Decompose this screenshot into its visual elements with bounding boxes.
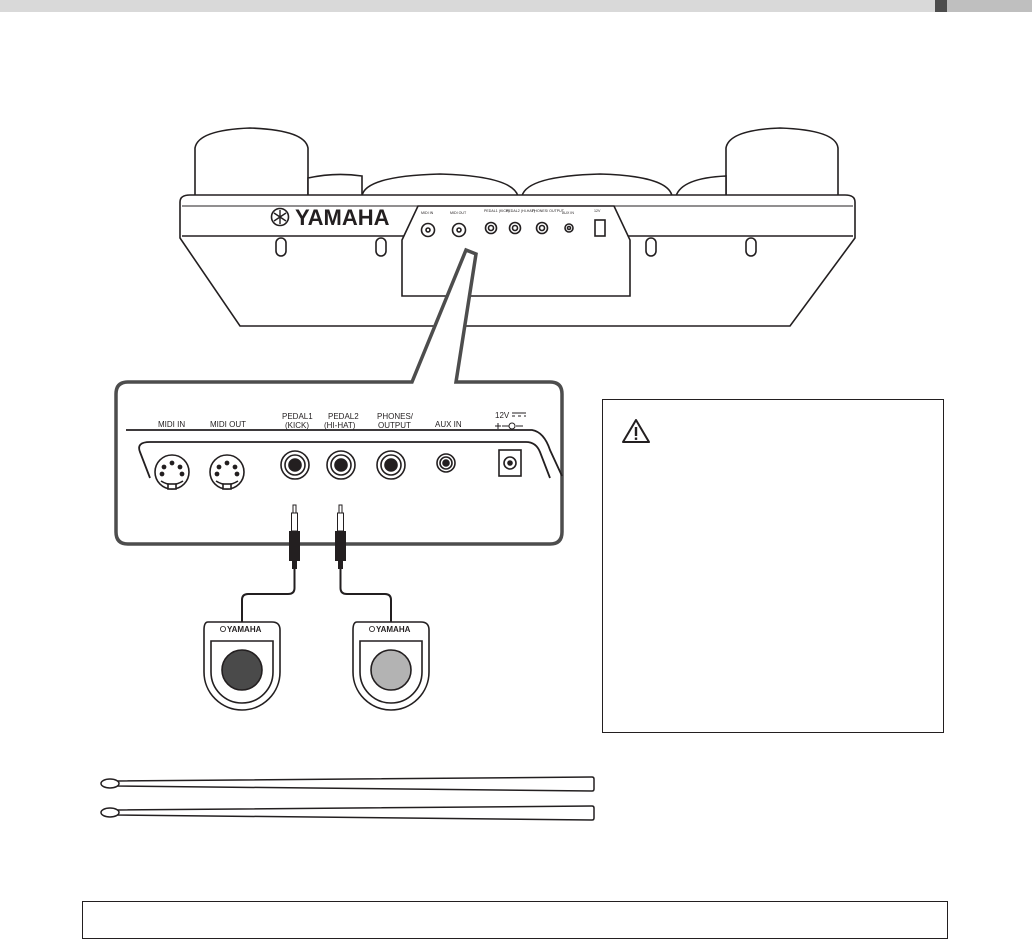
top-pad-1 bbox=[307, 173, 363, 197]
back-pad-left bbox=[194, 127, 309, 197]
panel-label-pedal1-line1: PEDAL1 bbox=[282, 412, 313, 421]
unit-label-phones: PHONES/ OUTPUT bbox=[532, 209, 565, 213]
pedal2-jack bbox=[326, 450, 356, 480]
midi-in-port bbox=[154, 454, 190, 490]
unit-label-pedal1: PEDAL1 (KICK) bbox=[484, 209, 510, 213]
kick-pedal-brand: YAMAHA bbox=[227, 625, 262, 634]
hihat-pedal-pad bbox=[370, 649, 412, 691]
hihat-pedal-brand: YAMAHA bbox=[376, 625, 411, 634]
unit-label-aux: AUX IN bbox=[562, 211, 574, 215]
aux-in-jack bbox=[436, 453, 456, 473]
warning-triangle-icon bbox=[622, 419, 650, 443]
panel-label-pedal1-line2: (KICK) bbox=[285, 421, 309, 430]
unit-label-midi-out: MIDI OUT bbox=[450, 211, 467, 215]
panel-outline bbox=[126, 429, 563, 479]
device-brand: YAMAHA bbox=[295, 205, 390, 230]
phones-output-jack bbox=[376, 450, 406, 480]
kick-pedal-pad bbox=[221, 649, 263, 691]
unit-label-midi-in: MIDI IN bbox=[421, 211, 434, 215]
note-box bbox=[82, 901, 948, 939]
back-pad-right bbox=[725, 127, 839, 197]
panel-label-phones-line1: PHONES/ bbox=[377, 412, 414, 421]
top-pad-4 bbox=[674, 175, 727, 197]
panel-label-aux-in: AUX IN bbox=[435, 420, 462, 429]
slot-2 bbox=[375, 237, 387, 257]
pedal-hihat bbox=[352, 621, 430, 711]
dc-in-jack bbox=[498, 449, 522, 477]
panel-label-midi-out: MIDI OUT bbox=[210, 420, 246, 429]
kick-pedal-logo: YAMAHA bbox=[219, 625, 262, 634]
panel-label-midi-in: MIDI IN bbox=[158, 420, 185, 429]
panel-label-pedal2-line2: (HI-HAT) bbox=[324, 421, 356, 430]
dc-polarity-icon bbox=[495, 412, 526, 430]
header-bar-right bbox=[947, 0, 1032, 12]
yamaha-logo bbox=[270, 207, 290, 227]
drumstick-2 bbox=[100, 805, 595, 821]
pedal1-jack bbox=[280, 450, 310, 480]
slot-3 bbox=[645, 237, 657, 257]
unit-label-12v: 12V bbox=[594, 209, 601, 213]
slot-1 bbox=[275, 237, 287, 257]
panel-label-phones-line2: OUTPUT bbox=[378, 421, 411, 430]
pedal2-plug bbox=[335, 504, 346, 569]
pedal-kick bbox=[203, 621, 281, 711]
hihat-pedal-logo: YAMAHA bbox=[368, 625, 411, 634]
unit-label-pedal2: PEDAL2 (HI-HAT) bbox=[506, 209, 535, 213]
pedal1-plug bbox=[289, 504, 300, 569]
top-pad-3 bbox=[520, 173, 673, 197]
top-pad-2 bbox=[361, 173, 520, 197]
pedal-cables bbox=[241, 569, 392, 622]
page-header-bar bbox=[0, 0, 1032, 12]
dc-jack-small bbox=[594, 219, 606, 237]
drum-unit bbox=[179, 127, 856, 327]
panel-label-12v: 12V bbox=[495, 411, 510, 420]
header-bar-tab bbox=[935, 0, 947, 12]
slot-4 bbox=[745, 237, 757, 257]
header-bar-light bbox=[0, 0, 935, 12]
drumstick-1 bbox=[100, 776, 595, 792]
panel-label-pedal2-line1: PEDAL2 bbox=[328, 412, 359, 421]
midi-out-port bbox=[209, 454, 245, 490]
caution-box bbox=[602, 399, 944, 733]
